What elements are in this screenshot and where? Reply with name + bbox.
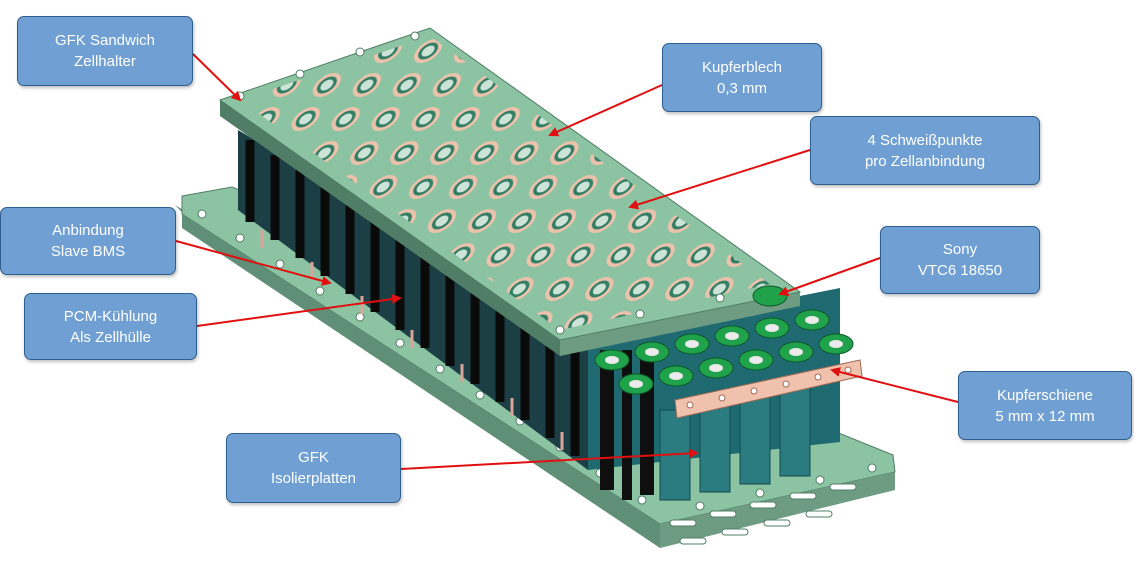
callout-arrows — [175, 53, 959, 470]
callout-line: Als Zellhülle — [70, 328, 151, 346]
callout-kupferschiene: Kupferschiene 5 mm x 12 mm — [958, 371, 1132, 440]
callout-line: 0,3 mm — [716, 79, 767, 97]
callout-schweisspunkte: 4 Schweißpunkte pro Zellanbindung — [810, 116, 1040, 185]
callout-line: Kupferblech — [701, 58, 783, 76]
arrow-schweisspunkte — [628, 149, 811, 210]
arrow-pcm — [196, 294, 402, 327]
callout-line: PCM-Kühlung — [63, 307, 158, 325]
callout-gfk-isolier: GFK Isolierplatten — [226, 433, 401, 503]
callout-anbindung: Anbindung Slave BMS — [0, 207, 176, 275]
callout-line: GFK Sandwich — [54, 32, 156, 49]
callout-line: 4 Schweißpunkte — [867, 131, 983, 149]
callout-line: Sony — [942, 241, 978, 258]
callout-pcm: PCM-Kühlung Als Zellhülle — [24, 293, 197, 360]
callout-line: VTC6 18650 — [917, 262, 1003, 279]
callout-line: 5 mm x 12 mm — [995, 407, 1095, 425]
arrow-anbindung — [175, 240, 332, 286]
callout-gfk-sandwich: GFK Sandwich Zellhalter — [17, 16, 193, 86]
callout-kupferblech: Kupferblech 0,3 mm — [662, 43, 822, 112]
callout-sony: Sony VTC6 18650 — [880, 226, 1040, 294]
callout-line: pro Zellanbindung — [864, 152, 986, 170]
top-cell-holder-plate — [218, 27, 802, 356]
callout-line: Zellhalter — [74, 53, 136, 70]
callout-line: Slave BMS — [50, 243, 126, 260]
arrow-gfk-sandwich — [192, 53, 242, 102]
callout-line: GFK — [298, 449, 329, 466]
copper-busbar — [674, 359, 863, 419]
callout-line: Isolierplatten — [270, 470, 357, 487]
arrow-kupferblech — [548, 84, 663, 137]
arrow-gfk-isolier — [400, 448, 699, 470]
callout-line: Anbindung — [52, 222, 124, 239]
arrow-kupferschiene — [830, 367, 959, 403]
callout-line: Kupferschiene — [997, 386, 1093, 404]
arrow-sony — [778, 257, 881, 296]
